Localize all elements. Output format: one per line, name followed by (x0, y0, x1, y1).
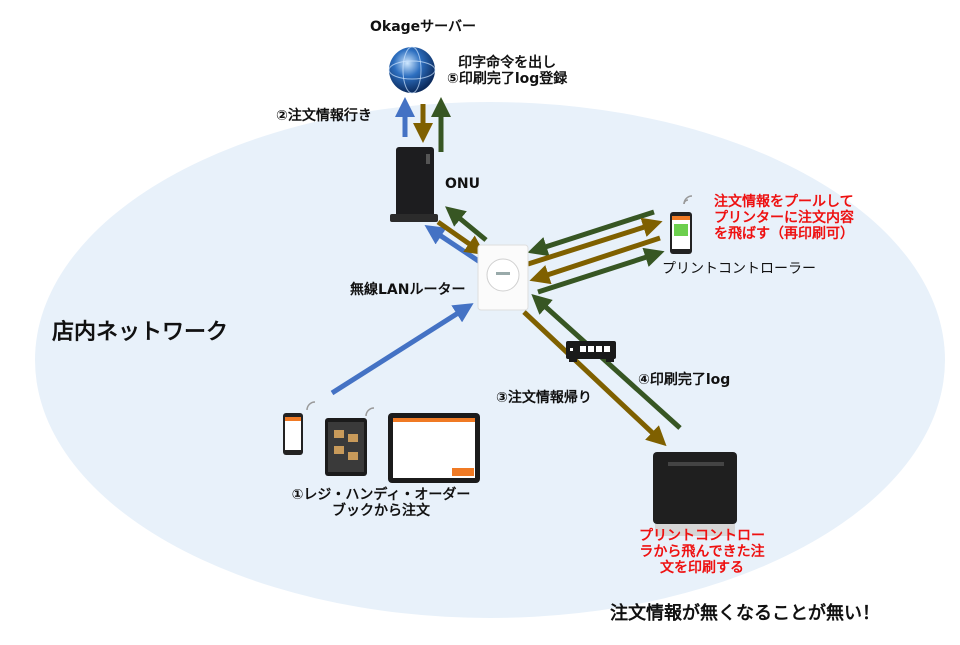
network-area-label: 店内ネットワーク (52, 320, 229, 345)
arrow-router-to-pc-brown (527, 217, 663, 267)
server-globe-icon (388, 46, 436, 94)
printer-note-line: ラから飛んできた注 (639, 544, 765, 561)
router-device-icon (477, 244, 529, 311)
print-controller-note-line: 注文情報をプールして (714, 194, 854, 210)
arrow-router-to-printer-brown (522, 310, 667, 447)
order-devices-label: ①レジ・ハンディ・オーダー ブックから注文 (276, 487, 486, 519)
arrow-onu-to-router-brown (436, 219, 486, 256)
arrow-pc-to-router-green (527, 209, 655, 257)
router-label: 無線LANルーター (350, 282, 466, 298)
step3-label: ③注文情報帰り (496, 390, 592, 406)
server-label: Okageサーバー (370, 19, 477, 35)
footer-message: 注文情報が無くなることが無い！ (610, 603, 880, 624)
server-note-line1: 印字命令を出し (458, 55, 557, 71)
print-controller-label: プリントコントローラー (662, 261, 816, 277)
step4-label: ④印刷完了log (638, 372, 731, 388)
arrow-router-to-onu-green (445, 206, 488, 242)
arrow-router-to-onu-blue (424, 225, 482, 265)
print-controller-note-line: を飛ばす（再印刷可） (714, 226, 854, 243)
arrow-router-to-pc-green (537, 247, 665, 295)
onu-label: ONU (445, 176, 480, 192)
wifi-signal-icon (306, 401, 375, 417)
print-controller-note-line: プリンターに注文内容 (714, 210, 854, 227)
wifi-signal-icon (683, 195, 693, 205)
arrow-devices-to-router-blue (330, 303, 474, 396)
arrow-printer-to-router-green (531, 293, 682, 430)
server-note: 印字命令を出し ⑤印刷完了log登録 (447, 55, 567, 87)
step2-label: ②注文情報行き (276, 108, 372, 124)
receipt-printer-icon (653, 452, 737, 536)
order-book-tablet-icon (325, 418, 367, 476)
order-devices-label-line2: ブックから注文 (332, 503, 430, 520)
register-tablet-icon (388, 413, 480, 483)
printer-note-line: プリントコントロー (639, 528, 765, 544)
printer-note: プリントコントロー ラから飛んできた注 文を印刷する (632, 528, 772, 576)
switch-hub-icon (566, 341, 616, 362)
server-note-line2: ⑤印刷完了log登録 (447, 71, 568, 88)
arrow-pc-to-router-brown (529, 235, 661, 285)
printer-note-line: 文を印刷する (660, 560, 744, 577)
order-devices-label-line1: ①レジ・ハンディ・オーダー (291, 487, 471, 503)
print-controller-phone-icon (670, 212, 692, 254)
onu-device-icon (390, 147, 438, 222)
print-controller-note: 注文情報をプールして プリンターに注文内容 を飛ばす（再印刷可） (714, 194, 854, 242)
store-network-area (35, 102, 945, 618)
handy-phone-icon (283, 413, 303, 455)
